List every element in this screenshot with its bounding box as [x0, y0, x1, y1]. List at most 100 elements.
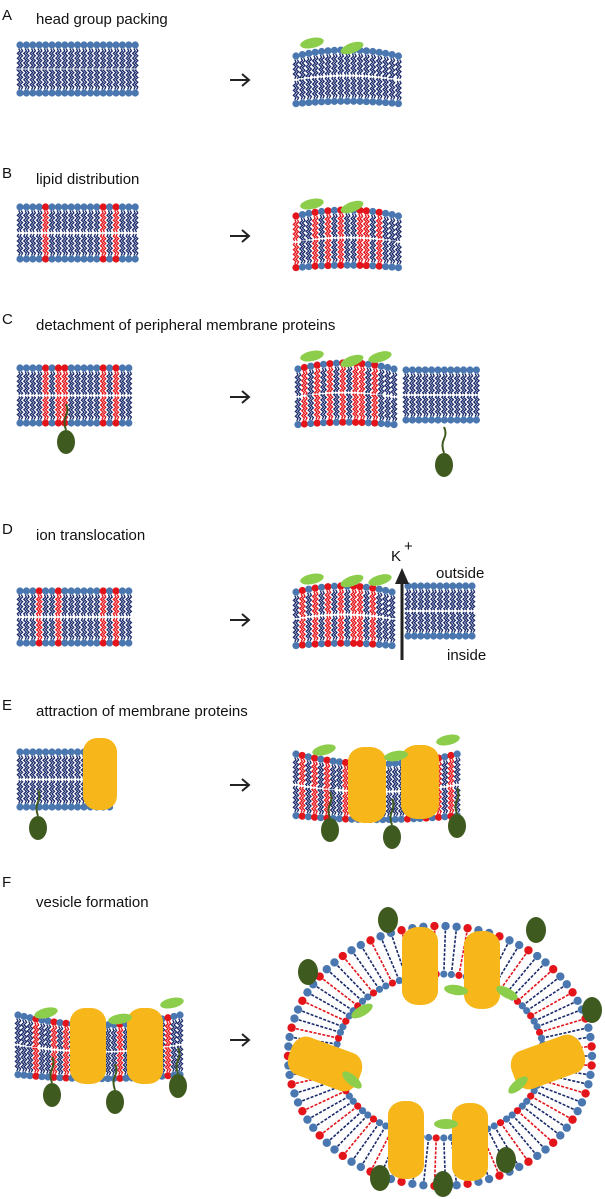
lipid-tail	[35, 48, 41, 69]
lipid-tail	[367, 367, 372, 394]
lipid-tail	[343, 213, 349, 238]
lipid-head	[490, 1122, 498, 1130]
lipid-head	[514, 940, 524, 950]
lipid-tail	[307, 592, 313, 617]
lipid-tail	[51, 233, 56, 256]
lipid-tail	[125, 210, 130, 233]
lipid-head	[22, 203, 30, 211]
lipid-head	[573, 1106, 582, 1116]
lipid-tail	[118, 69, 124, 90]
lipid-tail	[83, 617, 88, 640]
lipid-head	[335, 758, 343, 766]
lipid-tail	[62, 1051, 67, 1075]
lipid-tail	[471, 589, 476, 611]
lipid-head	[303, 1115, 312, 1124]
peptide	[300, 573, 324, 585]
lipid-tail	[83, 210, 88, 233]
lipid-head	[106, 41, 114, 49]
lipid-tail	[16, 780, 21, 804]
lipid-head	[285, 1070, 294, 1080]
lipid-tail	[54, 780, 60, 804]
lipid-head	[318, 262, 326, 270]
lipid-tail	[335, 790, 341, 816]
lipid-tail	[44, 755, 50, 779]
arrow-head	[241, 73, 251, 87]
lipid-tail	[499, 949, 530, 990]
lipid-tail	[76, 617, 82, 640]
lipid-tail	[76, 755, 82, 779]
lipid-tail	[330, 238, 336, 263]
lipid-tail	[67, 371, 73, 395]
lipid-head	[441, 753, 449, 761]
lipid-head	[410, 582, 418, 590]
lipid-tail	[356, 615, 361, 641]
lipid-tail	[31, 617, 37, 640]
protein-anchor	[49, 1056, 55, 1084]
lipid-tail	[298, 57, 304, 79]
lipid-tail	[415, 395, 420, 417]
lipid-tail	[57, 617, 62, 640]
lipid-tail	[305, 78, 310, 100]
lipid-head	[67, 803, 75, 811]
lipid-head	[293, 1098, 303, 1107]
lipid-head	[131, 255, 139, 263]
lipid-head	[67, 41, 75, 49]
lipid-tail	[319, 788, 325, 815]
lipid-tail	[378, 55, 383, 77]
lipid-head	[549, 965, 558, 974]
lipid-head	[425, 1133, 433, 1142]
lipid-tail	[456, 373, 461, 395]
lipid-tail	[295, 785, 300, 813]
lipid-tail	[351, 393, 357, 420]
lipid-tail	[63, 69, 69, 90]
lipid-tail	[28, 1047, 34, 1073]
protein-anchor	[112, 1063, 118, 1091]
lipid-head	[586, 1070, 595, 1080]
lipid-tail	[413, 589, 418, 611]
lipid-tail	[314, 215, 319, 239]
lipid-tail	[118, 396, 124, 420]
lipid-head	[99, 639, 107, 647]
lipid-tail	[356, 238, 361, 263]
lipid-tail	[22, 233, 28, 256]
lipid-tail	[339, 53, 345, 76]
lipid-tail	[115, 594, 120, 617]
lipid-head	[537, 1034, 546, 1042]
lipid-tail	[69, 48, 75, 69]
lipid-tail	[391, 241, 397, 264]
lipid-tail	[318, 77, 323, 99]
lipid-tail	[89, 594, 94, 617]
lipid-tail	[63, 48, 69, 69]
lipid-tail	[22, 69, 28, 90]
lipid-tail	[354, 366, 360, 393]
lipid-tail	[76, 233, 82, 256]
lipid-tail	[462, 373, 468, 395]
integral-protein	[510, 1034, 586, 1090]
lipid-tail	[333, 1114, 369, 1151]
lipid-tail	[51, 396, 56, 420]
lipid-tail	[44, 210, 50, 233]
lipid-head	[116, 1074, 124, 1082]
lipid-tail	[102, 396, 107, 420]
lipid-tail	[417, 373, 423, 395]
lipid-tail	[295, 757, 300, 785]
lipid-tail	[86, 617, 92, 640]
lipid-head	[42, 203, 50, 211]
lipid-tail	[28, 69, 34, 90]
lipid-head	[29, 364, 37, 372]
lipid-head	[50, 1018, 58, 1026]
lipid-tail	[378, 592, 383, 617]
lipid-head	[99, 255, 107, 263]
lipid-tail	[38, 233, 43, 256]
lipid-tail	[112, 210, 117, 233]
lipid-tail	[306, 369, 312, 395]
lipid-head	[430, 632, 438, 640]
lipid-head	[322, 1138, 331, 1147]
lipid-tail	[342, 791, 347, 816]
lipid-tail	[115, 371, 120, 395]
lipid-head	[290, 1089, 299, 1098]
lipid-tail	[305, 240, 311, 264]
lipid-tail	[391, 792, 397, 817]
lipid-head	[430, 582, 438, 590]
lipid-tail	[378, 617, 383, 642]
